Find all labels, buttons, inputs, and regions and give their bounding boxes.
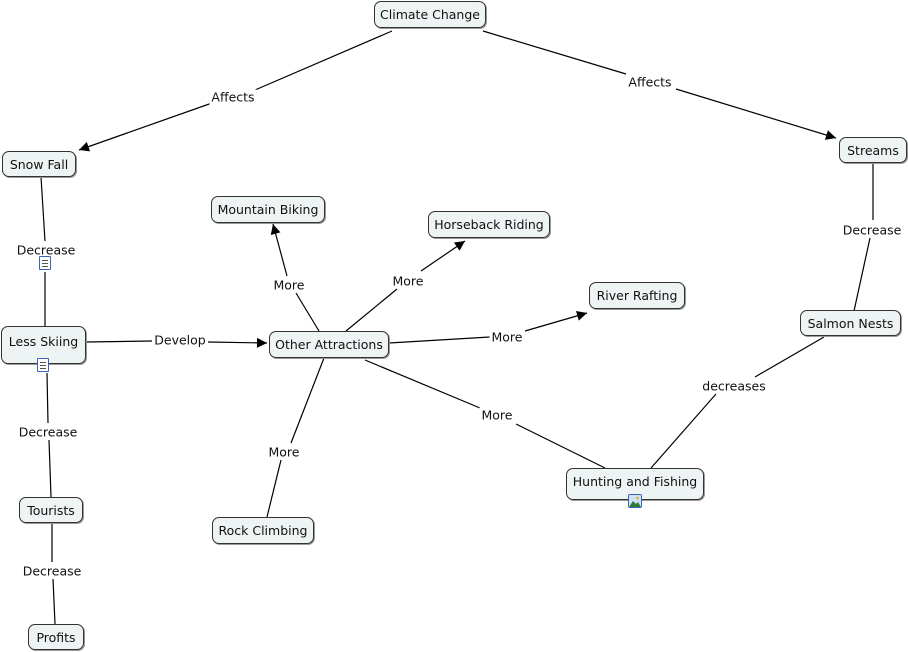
arrow-develop-other xyxy=(207,337,268,348)
line-other-more-raft xyxy=(388,336,491,344)
arrow-affects-streams xyxy=(675,88,837,140)
line-more-rock xyxy=(266,459,282,518)
line-other-more-bike xyxy=(295,292,320,332)
node-streams[interactable]: Streams xyxy=(839,137,907,163)
line-other-more-horse xyxy=(345,288,398,332)
node-mountain-biking[interactable]: Mountain Biking xyxy=(211,196,325,223)
link-label-decrease-tourists: Decrease xyxy=(20,563,84,579)
link-label-more-bike: More xyxy=(271,277,307,293)
line-decreases-hunt xyxy=(650,393,717,469)
link-label-more-raft: More xyxy=(489,329,525,345)
arrow-more-raft xyxy=(524,310,588,332)
node-river-rafting[interactable]: River Rafting xyxy=(589,282,685,309)
link-label-decrease-skiing: Decrease xyxy=(16,424,80,440)
arrow-more-horse xyxy=(420,240,466,272)
link-label-affects-left: Affects xyxy=(209,89,257,105)
link-label-develop: Develop xyxy=(152,332,208,348)
node-climate-change[interactable]: Climate Change xyxy=(374,1,486,28)
node-snow-fall[interactable]: Snow Fall xyxy=(2,151,76,177)
link-label-more-horse: More xyxy=(390,273,426,289)
line-climate-affects-right xyxy=(482,30,627,75)
document-resource-icon[interactable] xyxy=(37,358,49,372)
line-decrease-tourists xyxy=(48,439,52,498)
link-label-more-hunt: More xyxy=(479,407,515,423)
line-decrease-profits xyxy=(52,578,56,625)
arrow-more-bike xyxy=(270,223,288,277)
line-skiing-develop xyxy=(85,340,153,343)
line-more-hunt xyxy=(515,423,606,469)
line-other-more-hunt xyxy=(364,359,481,409)
node-tourists[interactable]: Tourists xyxy=(19,497,83,523)
line-salmon-decreases xyxy=(754,336,825,378)
line-skiing-decrease xyxy=(46,372,49,424)
node-horseback-riding[interactable]: Horseback Riding xyxy=(428,211,550,238)
line-decrease-salmon xyxy=(853,237,871,312)
line-climate-affects xyxy=(254,30,393,91)
arrow-affects-snowfall xyxy=(78,102,213,152)
node-salmon-nests[interactable]: Salmon Nests xyxy=(800,310,901,336)
link-label-decrease-streams: Decrease xyxy=(840,222,904,238)
link-label-decreases: decreases xyxy=(700,378,768,394)
node-less-skiing[interactable]: Less Skiing xyxy=(1,326,86,364)
line-other-more-rock xyxy=(290,357,325,444)
link-label-affects-right: Affects xyxy=(626,74,674,90)
image-resource-icon[interactable] xyxy=(628,494,642,508)
node-profits[interactable]: Profits xyxy=(28,624,84,650)
line-snow-decrease xyxy=(40,176,46,242)
node-rock-climbing[interactable]: Rock Climbing xyxy=(212,517,314,544)
node-other-attractions[interactable]: Other Attractions xyxy=(269,331,389,358)
link-label-decrease-snow: Decrease xyxy=(14,242,78,258)
link-label-more-rock: More xyxy=(266,444,302,460)
document-resource-icon[interactable] xyxy=(39,256,51,270)
